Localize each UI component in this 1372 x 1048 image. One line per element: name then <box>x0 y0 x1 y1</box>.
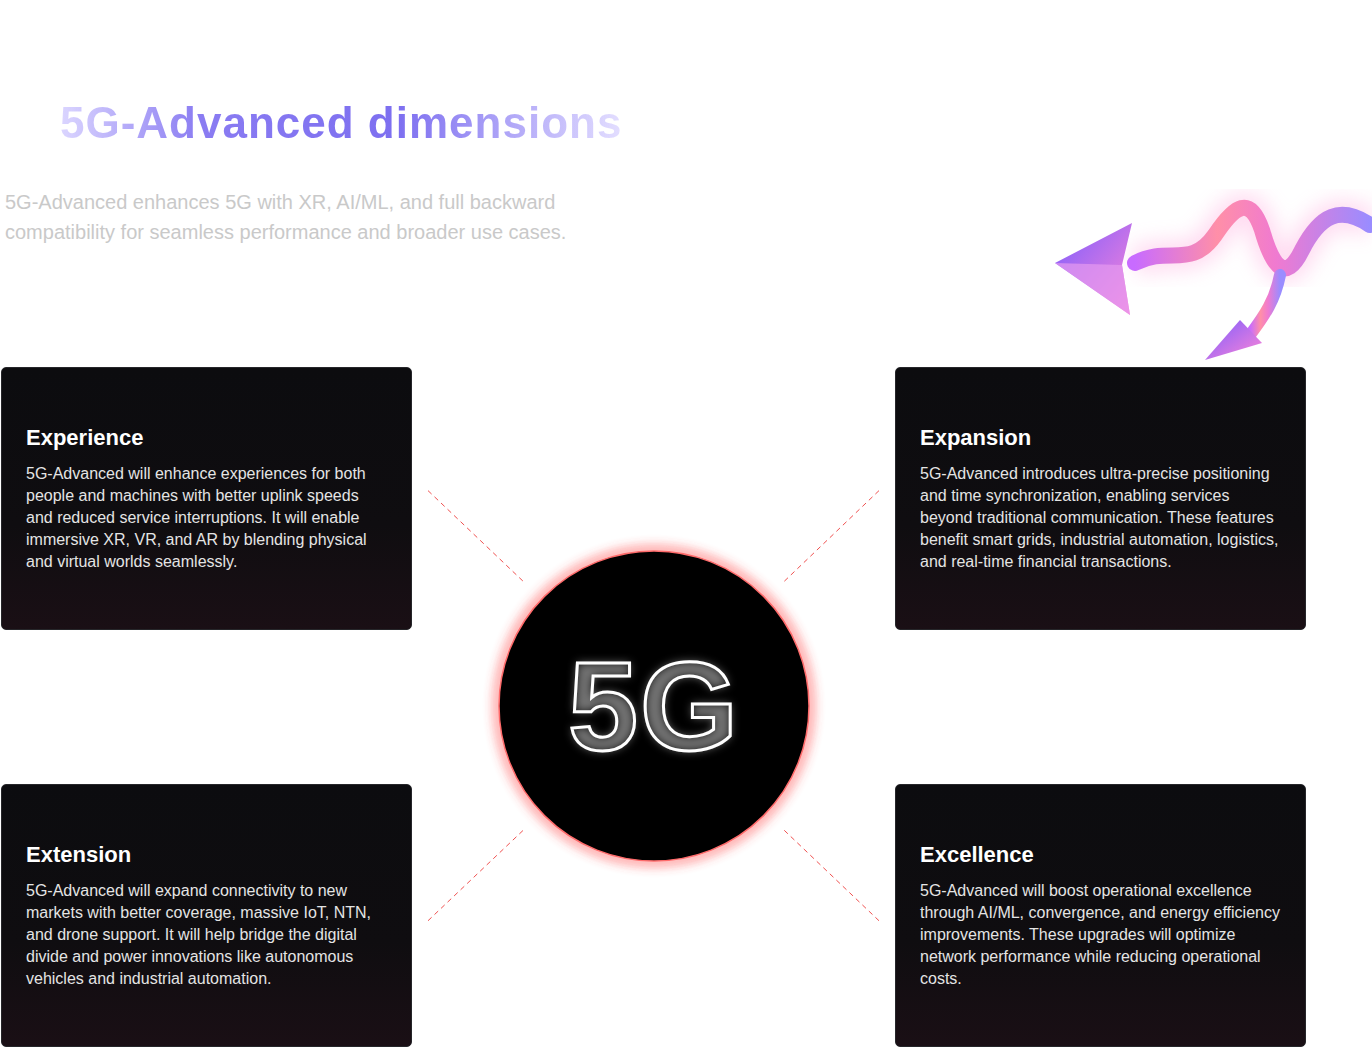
dimension-card: Expansion 5G-Advanced introduces ultra-pr… <box>895 367 1306 630</box>
dimension-card: Experience 5G-Advanced will enhance exper… <box>1 367 412 630</box>
card-heading: Excellence <box>920 842 1281 868</box>
dashed-connector <box>428 491 524 582</box>
dimension-card: Extension 5G-Advanced will expand connect… <box>1 784 412 1047</box>
arrow-illustration <box>1040 175 1372 370</box>
dashed-connector <box>784 491 879 582</box>
page-title: 5G-Advanced dimensions <box>60 98 622 148</box>
card-body: 5G-Advanced introduces ultra-precise pos… <box>920 463 1281 573</box>
intro-text: 5G-Advanced enhances 5G with XR, AI/ML, … <box>5 187 595 247</box>
card-heading: Expansion <box>920 425 1281 451</box>
dashed-connector <box>428 830 524 921</box>
card-body: 5G-Advanced will boost operational excel… <box>920 880 1281 990</box>
card-heading: Extension <box>26 842 387 868</box>
card-body: 5G-Advanced will enhance experiences for… <box>26 463 387 573</box>
dimension-card: Excellence 5G-Advanced will boost operati… <box>895 784 1306 1047</box>
hub-label: 5G <box>498 550 810 862</box>
dashed-connector <box>784 830 879 920</box>
center-circle: 5G <box>498 550 810 862</box>
card-heading: Experience <box>26 425 387 451</box>
card-body: 5G-Advanced will expand connectivity to … <box>26 880 387 990</box>
